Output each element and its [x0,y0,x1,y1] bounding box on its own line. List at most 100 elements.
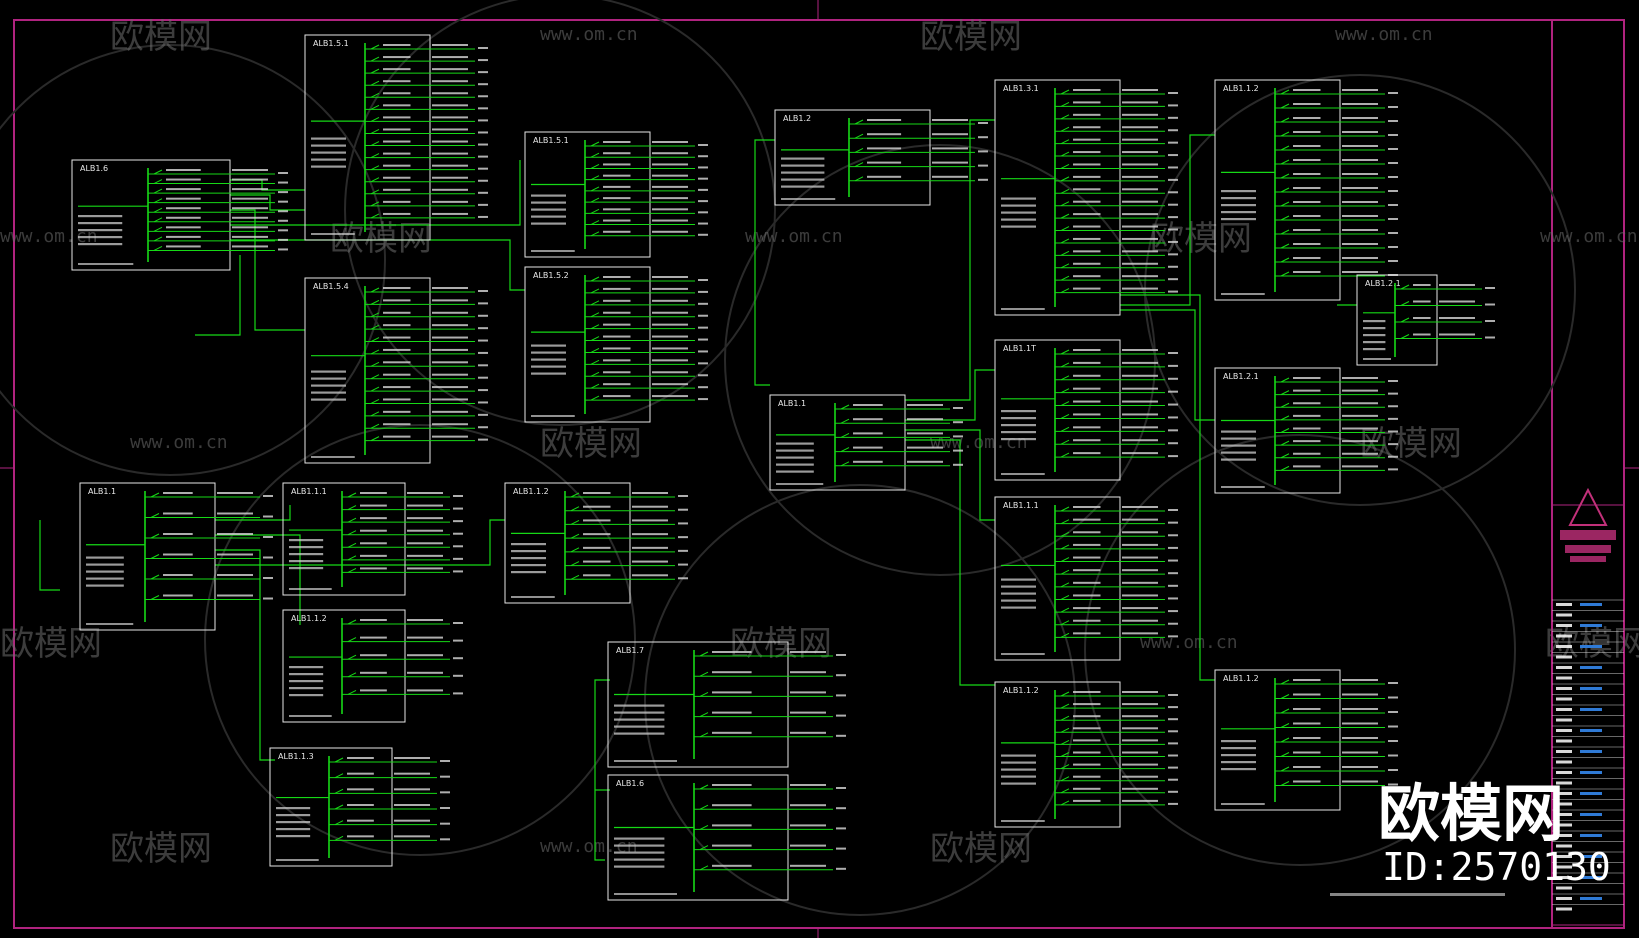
outgoing-circuit [365,287,488,293]
breaker-icon [1060,362,1070,368]
breaker-icon [1280,679,1290,685]
board-outline [994,339,1121,481]
outgoing-circuit [1055,727,1178,733]
outgoing-circuit [342,654,463,660]
cable-label [1342,465,1378,468]
board-parameter-text [1221,451,1256,454]
board-parameter-text [289,687,324,690]
svg-text:www.om.cn: www.om.cn [745,226,843,247]
breaker-icon [1060,557,1070,562]
outgoing-circuit [1275,414,1398,421]
breaker-label [1073,799,1101,802]
load-label [698,155,708,158]
breaker-icon [1060,126,1070,132]
board-name: ALB1.1.2 [1003,686,1039,695]
load-label [1168,610,1178,613]
board-parameter-text [776,449,814,452]
breaker-label [163,492,193,494]
board-parameter-text [1221,218,1256,221]
outgoing-circuit [1395,300,1495,306]
breaker-label [603,208,631,211]
breaker-label [1073,543,1101,546]
cable-label [432,116,468,119]
outgoing-circuit [585,395,708,401]
breaker-icon [1280,415,1290,421]
breaker-icon [570,561,580,567]
load-label [678,563,688,566]
board-parameter-text [511,557,546,560]
breaker-label [603,276,631,278]
breaker-icon [347,517,357,523]
breaker-icon [370,337,380,342]
cable-label [652,219,688,222]
board-name: ALB1.1.3 [278,752,314,761]
board-parameter-text [776,442,814,445]
breaker-label [1293,201,1321,203]
cable-label [1122,101,1158,104]
breaker-label [1293,679,1321,681]
outgoing-circuit [1055,200,1178,207]
outgoing-circuit [1275,215,1398,221]
breaker-label [1293,89,1321,91]
breaker-label [1413,317,1431,319]
cable-label [1342,201,1378,203]
breaker-label [853,460,883,463]
load-label [478,351,488,354]
load-label [1388,455,1398,458]
board-parameter-text [1363,320,1386,323]
breaker-icon [854,119,864,125]
breaker-label [712,864,752,867]
breaker-icon [1060,238,1070,244]
distribution-board: ALB1.6 [71,159,288,271]
outgoing-circuit [849,161,988,168]
breaker-icon [1280,390,1290,396]
board-parameter-text [1221,190,1256,193]
cable-label [1122,775,1158,778]
cable-label [790,824,826,827]
title-block-value [1580,645,1602,648]
cable-label [432,140,468,143]
load-label [440,791,450,794]
outgoing-circuit [585,276,708,282]
board-footer-text [1221,293,1265,295]
breaker-icon [590,359,600,365]
load-label [698,326,708,329]
outgoing-circuit [585,163,708,169]
title-block-label [1556,771,1572,774]
breaker-icon [347,505,357,511]
load-label [1168,228,1178,231]
load-label [1168,390,1178,393]
outgoing-circuit [1275,693,1398,699]
svg-text:欧模网: 欧模网 [0,624,102,664]
load-label [1388,106,1398,108]
breaker-icon [854,176,864,182]
breaker-icon [1060,452,1070,458]
board-parameter-text [1221,430,1256,433]
cable-label [1342,737,1378,739]
load-label [1168,790,1178,793]
breaker-icon [1060,788,1070,794]
breaker-label [1293,402,1321,405]
breaker-icon [699,691,709,697]
breaker-label [603,395,631,398]
board-parameter-text [531,351,566,354]
cable-label [790,784,826,786]
board-outline [994,681,1121,828]
cable-label [232,207,268,210]
breaker-label [712,651,752,653]
cable-label [432,348,468,351]
board-footer-text [1363,358,1391,360]
breaker-icon [1280,215,1290,221]
breaker-icon [1060,349,1070,355]
load-label [1168,265,1178,268]
cable-label [1342,117,1378,119]
outgoing-circuit [585,383,708,389]
load-label [1388,120,1398,122]
breaker-icon [590,300,600,306]
breaker-label [1293,117,1321,119]
outgoing-circuit [1055,287,1178,294]
breaker-label [1293,145,1321,147]
board-parameter-text [1001,585,1036,588]
outgoing-circuit [1055,787,1178,794]
breaker-icon [1280,377,1290,383]
